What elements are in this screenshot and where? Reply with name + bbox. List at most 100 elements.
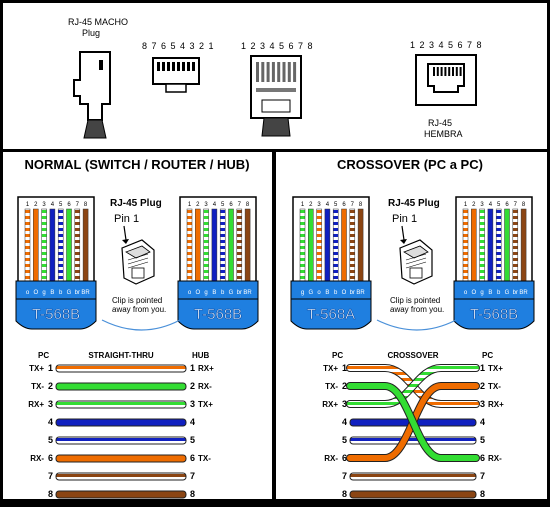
left-header-mid: STRAIGHT-THRU: [88, 351, 154, 360]
row-right-pin: 4: [480, 417, 485, 427]
row-right-signal: RX+: [488, 400, 504, 409]
jack-color-code: O: [33, 290, 38, 296]
row-left-pin: 7: [342, 471, 347, 481]
straight-wire: [55, 400, 187, 409]
jack-pin-number: 8: [522, 202, 526, 208]
straight-wire: [349, 472, 477, 481]
row-right-pin: 8: [190, 489, 195, 499]
row-left-pin: 5: [342, 435, 347, 445]
row-left-signal: RX+: [28, 400, 44, 409]
row-left-pin: 4: [48, 417, 53, 427]
jack-pin-numbers: 1 2 3 4 5 6 7 8: [410, 40, 483, 50]
row-left-pin: 4: [342, 417, 347, 427]
row-left-signal: RX+: [322, 400, 338, 409]
jack-pin-number: 6: [505, 202, 509, 208]
row-right-pin: 6: [480, 453, 485, 463]
jack-pin-number: 1: [188, 202, 192, 208]
jack-color-code: br: [75, 290, 80, 296]
plug-top-pin: [261, 62, 265, 82]
jack-color-code: b: [497, 290, 501, 296]
row-left-pin: 7: [48, 471, 53, 481]
jack-pin-number: 5: [497, 202, 501, 208]
jack-color-code: O: [471, 290, 476, 296]
jack-pin: [433, 67, 435, 76]
row-left-pin: 2: [342, 381, 347, 391]
right-header-mid: CROSSOVER: [387, 351, 438, 360]
jack-wire: [487, 208, 494, 282]
right-header-left: PC: [332, 351, 343, 360]
straight-wire: [55, 364, 187, 373]
row-left-pin: 8: [48, 489, 53, 499]
row-left-signal: TX-: [325, 382, 338, 391]
jack-wire: [324, 208, 331, 282]
right-plug-title: RJ-45 Plug: [388, 198, 440, 209]
jack-pin-number: 4: [489, 202, 493, 208]
jack-pin-number: 3: [204, 202, 208, 208]
row-right-pin: 2: [480, 381, 485, 391]
jack-wire: [299, 208, 306, 282]
jack-pin-number: 7: [514, 202, 518, 208]
jack-color-code: br: [350, 290, 355, 296]
left-plug-title: RJ-45 Plug: [110, 198, 162, 209]
row-right-pin: 3: [480, 399, 485, 409]
jack-wire: [33, 208, 39, 282]
jack-wire: [316, 208, 322, 282]
jack-color-code: G: [505, 290, 510, 296]
jack-wire: [219, 208, 226, 282]
plug-front-pin: [157, 62, 160, 71]
plug-front-view: 8 7 6 5 4 3 2 1: [142, 41, 214, 93]
jack-color-code: G: [67, 290, 72, 296]
jack-pin-number: 2: [309, 202, 313, 208]
jack-pin-number: 7: [351, 202, 355, 208]
row-left-signal: TX+: [29, 364, 44, 373]
left-title: NORMAL (SWITCH / ROUTER / HUB): [24, 157, 249, 172]
jack-pin-number: 2: [34, 202, 38, 208]
straight-wire: [55, 418, 187, 427]
jack-color-code: O: [195, 290, 200, 296]
jack-standard-label: T-568B: [194, 306, 242, 323]
left-cable: [101, 319, 181, 331]
jack-wire: [82, 208, 89, 282]
plug-front-pin: [177, 62, 180, 71]
jack-wire: [495, 208, 502, 282]
female-jack: 1 2 3 4 5 6 7 8 RJ-45 HEMBRA: [410, 40, 483, 139]
jack-color-code: b: [221, 290, 225, 296]
jack-standard-label: T-568B: [32, 306, 80, 323]
jack-wire: [195, 208, 201, 282]
jack-color-code: o: [317, 290, 321, 296]
jack-color-code: b: [334, 290, 338, 296]
jack-pin-number: 1: [301, 202, 305, 208]
straight-wire: [349, 436, 477, 445]
jack-color-code: br: [513, 290, 518, 296]
right-title: CROSSOVER (PC a PC): [337, 157, 483, 172]
jack-wire: [236, 208, 243, 282]
row-left-pin: 3: [342, 399, 347, 409]
jack-color-code: BR: [243, 290, 252, 296]
cross-wire: [347, 383, 479, 461]
jack-color-code: br: [237, 290, 242, 296]
row-right-pin: 3: [190, 399, 195, 409]
jack-body: [17, 196, 95, 286]
row-right-signal: RX+: [198, 364, 214, 373]
left-clip-note-2: away from you.: [112, 305, 166, 314]
cross-wire: [347, 365, 479, 407]
right-pin1-label: Pin 1: [392, 213, 417, 225]
jack-color-code: BR: [356, 290, 365, 296]
jack-color-code: B: [488, 290, 492, 296]
jack-wire: [471, 208, 477, 282]
jack-color-code: o: [464, 290, 468, 296]
jack-pin-number: 3: [317, 202, 321, 208]
straight-wire: [55, 490, 187, 499]
plug-front-pin: [187, 62, 190, 71]
jack-wire: [49, 208, 56, 282]
row-left-signal: RX-: [324, 454, 338, 463]
jack-color-code: g: [480, 290, 483, 296]
jack-wire: [462, 208, 469, 282]
jack-color-code: BR: [519, 290, 528, 296]
jack-wire: [74, 208, 81, 282]
plug-front-pin: [172, 62, 175, 71]
jack-pin-number: 5: [221, 202, 225, 208]
right-plug-illustration: RJ-45 Plug Pin 1 Clip is pointed away fr…: [388, 198, 444, 314]
